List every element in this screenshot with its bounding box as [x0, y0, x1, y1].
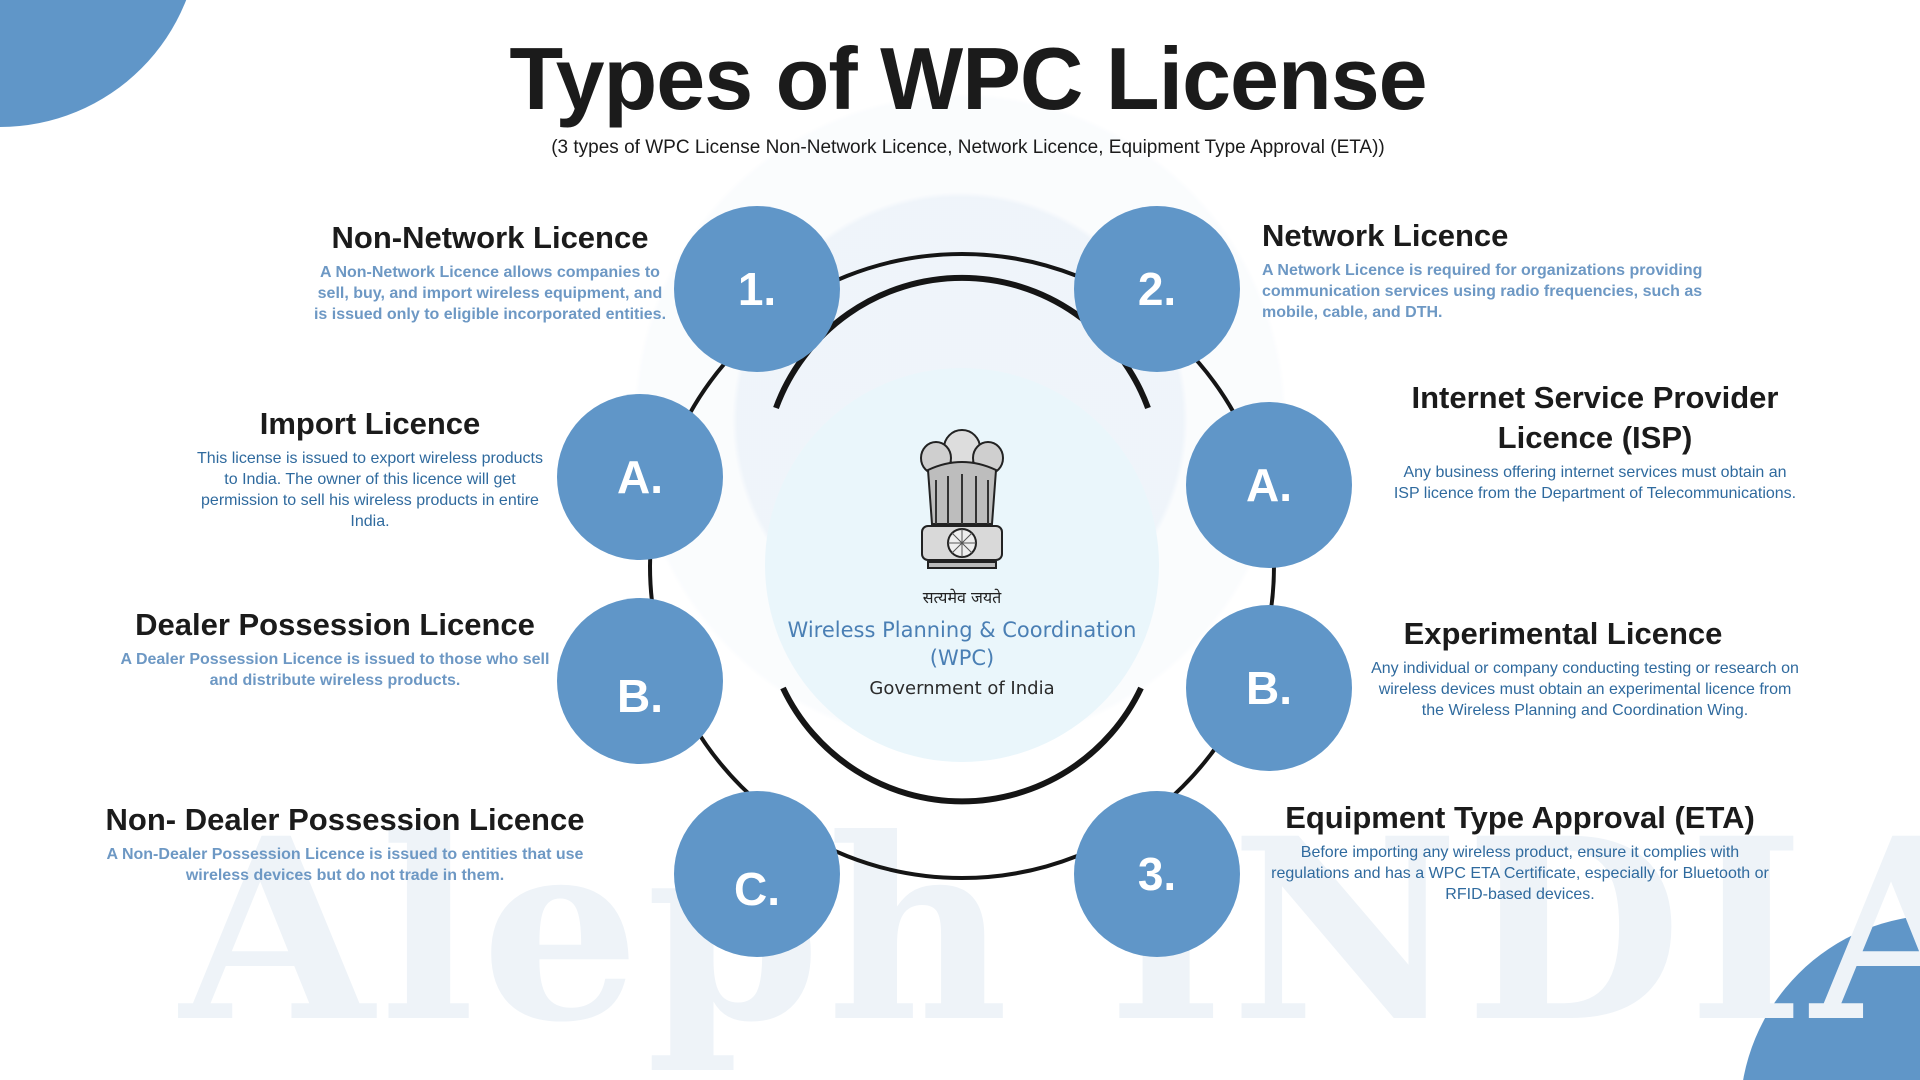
badge-left-b: B.	[557, 598, 723, 764]
badge-right-b: B.	[1186, 605, 1352, 771]
item-network-licence: Network Licence A Network Licence is req…	[1262, 216, 1762, 323]
badge-1: 1.	[674, 206, 840, 372]
org-name: Wireless Planning & Coordination (WPC)	[788, 616, 1137, 672]
item-non-network-licence: Non-Network Licence A Non-Network Licenc…	[310, 218, 670, 325]
badge-2: 2.	[1074, 206, 1240, 372]
org-name-line1: Wireless Planning & Coordination	[787, 618, 1137, 642]
item-equipment-type-approval: Equipment Type Approval (ETA) Before imp…	[1265, 798, 1775, 905]
gov-label: Government of India	[869, 678, 1055, 699]
page-title: Types of WPC License	[509, 29, 1427, 128]
corner-decoration-bottom-right	[1740, 915, 1920, 1080]
item-import-licence: Import Licence This license is issued to…	[195, 404, 545, 532]
item-description: Any individual or company conducting tes…	[1371, 660, 1799, 719]
wpc-emblem: सत्यमेव जयते Wireless Planning & Coordin…	[765, 368, 1159, 762]
item-title: Import Licence	[259, 406, 481, 441]
item-dealer-possession-licence: Dealer Possession Licence A Dealer Posse…	[120, 605, 550, 691]
org-name-line2: (WPC)	[929, 646, 995, 670]
item-title: Equipment Type Approval (ETA)	[1285, 800, 1755, 835]
item-description: Any business offering internet services …	[1393, 464, 1797, 502]
badge-left-a: A.	[557, 394, 723, 560]
emblem-motto: सत्यमेव जयते	[922, 588, 1002, 607]
item-non-dealer-possession-licence: Non- Dealer Possession Licence A Non-Dea…	[95, 800, 595, 886]
item-title-line2: Licence (ISP)	[1497, 420, 1693, 455]
item-description: A Non-Network Licence allows companies t…	[313, 264, 667, 323]
badge-right-a: A.	[1186, 402, 1352, 568]
item-title: Non- Dealer Possession Licence	[105, 802, 585, 837]
item-description: A Non-Dealer Possession Licence is issue…	[106, 846, 584, 884]
badge-left-c: C.	[674, 791, 840, 957]
item-title: Dealer Possession Licence	[135, 607, 535, 642]
item-description: Before importing any wireless product, e…	[1271, 844, 1769, 903]
item-description: This license is issued to export wireles…	[197, 450, 543, 530]
item-isp-licence: Internet Service Provider Licence (ISP) …	[1385, 378, 1805, 504]
badge-3: 3.	[1074, 791, 1240, 957]
item-description: A Network Licence is required for organi…	[1262, 262, 1703, 321]
item-title: Experimental Licence	[1403, 616, 1723, 651]
item-experimental-licence: Experimental Licence Any individual or c…	[1370, 614, 1800, 721]
item-title-line1: Internet Service Provider	[1411, 380, 1779, 415]
national-emblem-icon	[920, 429, 1004, 569]
item-description: A Dealer Possession Licence is issued to…	[120, 651, 550, 689]
page-subtitle: (3 types of WPC License Non-Network Lice…	[551, 137, 1385, 158]
item-title: Non-Network Licence	[331, 220, 649, 255]
item-title: Network Licence	[1262, 218, 1509, 253]
